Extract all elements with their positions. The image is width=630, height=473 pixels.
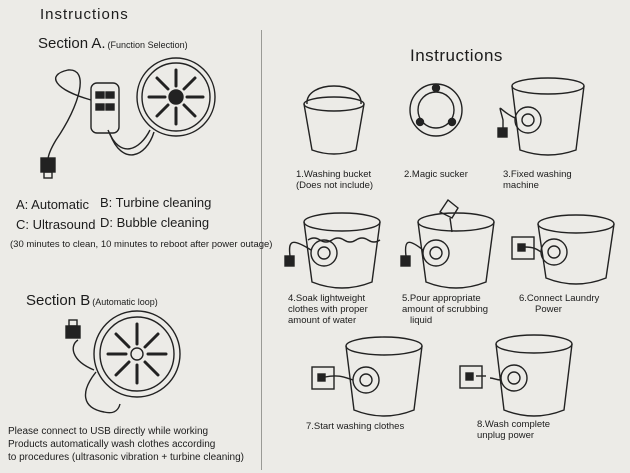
step-1-caption: 1.Washing bucket (Does not include) (296, 169, 373, 191)
section-a-sub: (Function Selection) (107, 40, 188, 50)
step-4-line-3: amount of water (288, 315, 357, 326)
option-a: A: Automatic (16, 197, 89, 212)
option-b: B: Turbine cleaning (100, 195, 212, 210)
step-6-caption: 6.Connect Laundry Power (519, 293, 599, 315)
section-b-heading: Section B(Automatic loop) (26, 292, 158, 309)
step-7-caption: 7.Start washing clothes (306, 421, 404, 432)
bucket-step3-icon (497, 77, 585, 156)
step-6-line-2: Power (535, 304, 562, 315)
bucket-icon (303, 85, 365, 155)
step-5-line-1: 5.Pour appropriate (402, 293, 481, 304)
option-d: D: Bubble cleaning (100, 215, 210, 230)
step-4-caption: 4.Soak lightweight clothes with proper a… (288, 293, 368, 326)
step-8-line-1: 8.Wash complete (477, 419, 551, 430)
section-b-sub: (Automatic loop) (92, 297, 158, 307)
footer-line-2: Products automatically wash clothes acco… (8, 439, 216, 450)
bucket-step8-icon (459, 334, 573, 417)
step-4-line-1: 4.Soak lightweight (288, 293, 366, 304)
section-a-label: Section A. (38, 35, 106, 52)
magic-sucker-icon (409, 83, 463, 137)
step-7-line-1: 7.Start washing clothes (306, 421, 405, 432)
step-8-caption: 8.Wash complete unplug power (477, 419, 550, 441)
step-3-caption: 3.Fixed washing machine (503, 169, 572, 191)
step-3-line-1: 3.Fixed washing (503, 169, 572, 180)
section-a-heading: Section A.(Function Selection) (38, 35, 188, 52)
column-divider (261, 30, 262, 470)
option-c: C: Ultrasound (16, 217, 96, 232)
step-2-caption: 2.Magic sucker (404, 169, 468, 180)
step-2-line-1: 2.Magic sucker (404, 169, 468, 180)
step-1-line-2: (Does not include) (296, 180, 374, 191)
left-title: Instructions (40, 6, 129, 23)
right-title: Instructions (410, 46, 503, 65)
bucket-step4-icon (284, 212, 381, 289)
footer-line-1: Please connect to USB directly while wor… (8, 426, 209, 437)
washer-disc-b-icon (65, 310, 181, 414)
bucket-step7-icon (311, 336, 423, 417)
step-8-line-2: unplug power (477, 430, 535, 441)
footer-line-3: to procedures (ultrasonic vibration + tu… (8, 452, 244, 463)
bucket-step6-icon (511, 214, 615, 285)
step-5-line-3: liquid (410, 315, 433, 326)
section-a-note: (30 minutes to clean, 10 minutes to rebo… (10, 239, 273, 250)
step-5-line-2: amount of scrubbing (402, 304, 489, 315)
section-b-label: Section B (26, 292, 91, 309)
bucket-step5-icon (400, 198, 495, 289)
step-4-line-2: clothes with proper (288, 304, 368, 315)
washer-disc-a-icon (40, 57, 216, 179)
step-3-line-2: machine (503, 180, 539, 191)
step-5-caption: 5.Pour appropriate amount of scrubbing l… (402, 293, 488, 326)
step-6-line-1: 6.Connect Laundry (519, 293, 600, 304)
step-1-line-1: 1.Washing bucket (296, 169, 372, 180)
